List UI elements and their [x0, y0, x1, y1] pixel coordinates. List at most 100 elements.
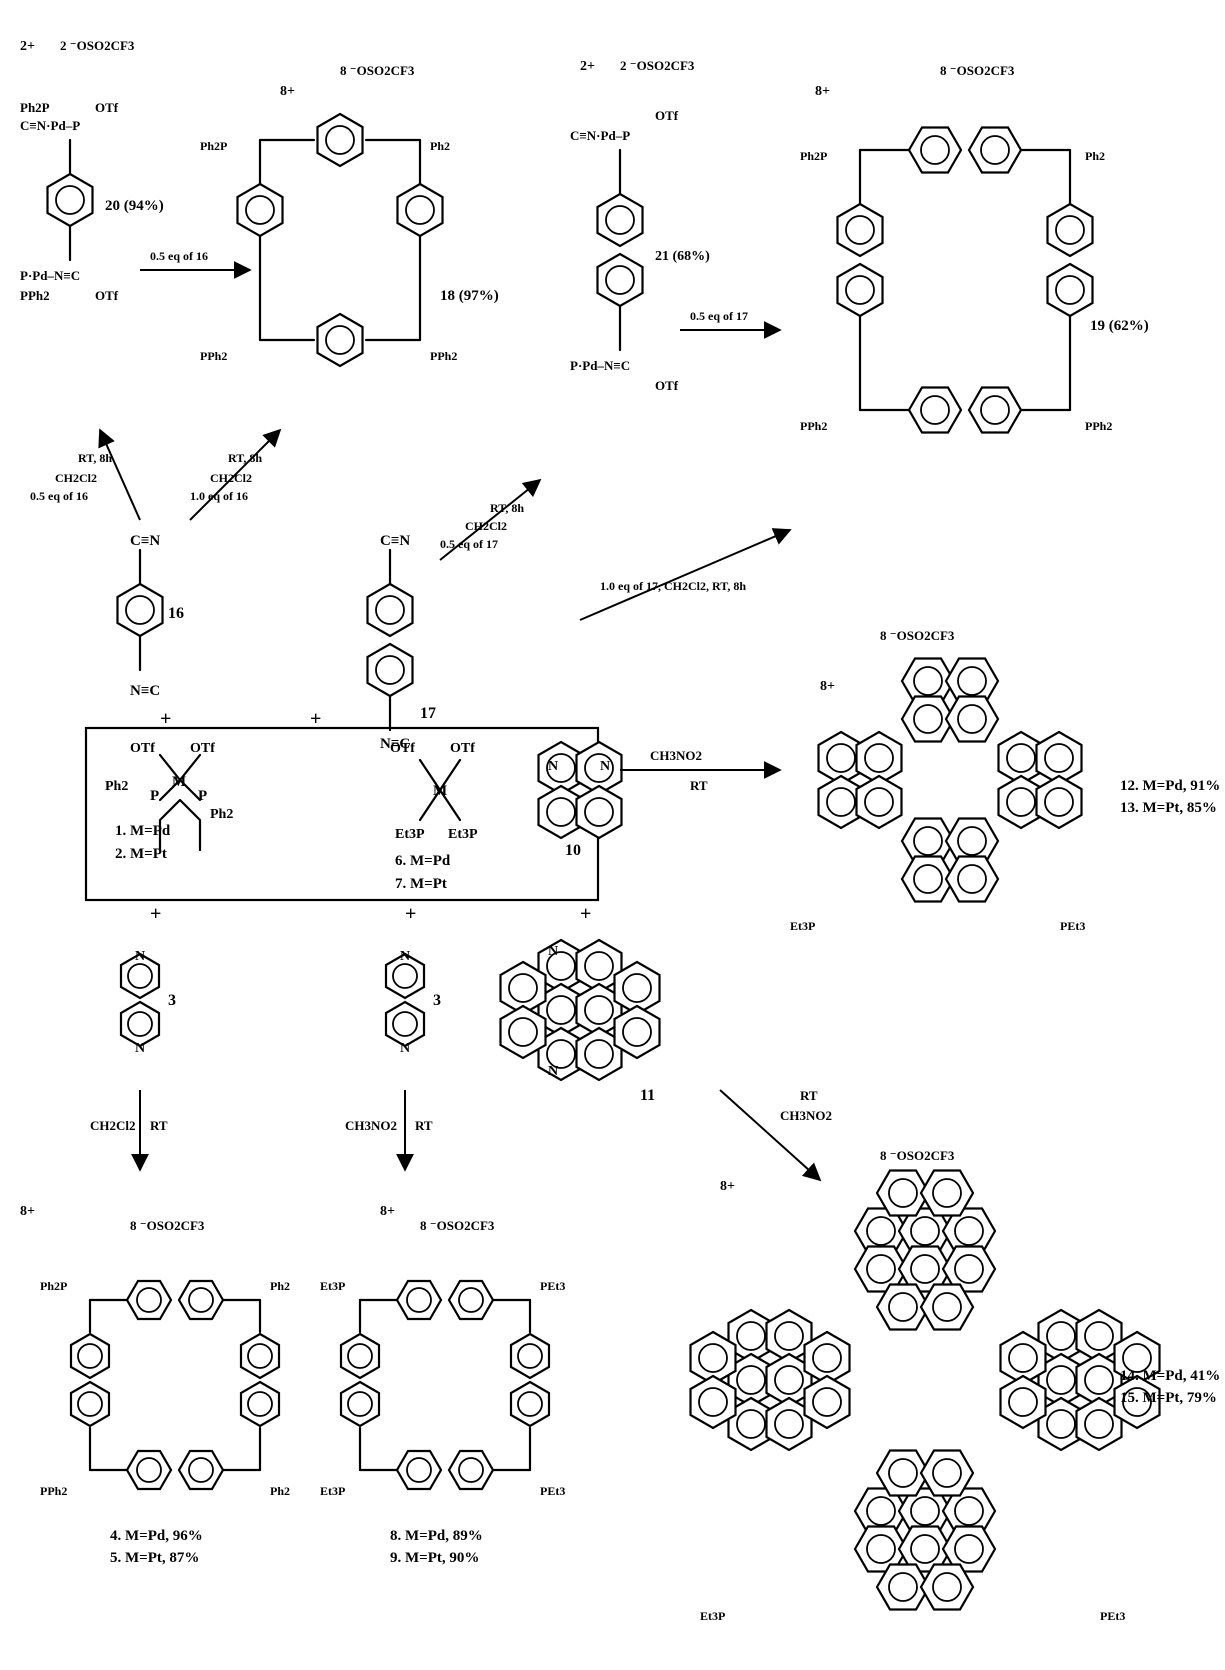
- p14-pet3-br: PEt3: [1100, 1609, 1125, 1623]
- p8-label: 8. M=Pd, 89%: [390, 1528, 483, 1544]
- p8-et3p-tl: Et3P: [320, 1279, 345, 1293]
- plus-1: +: [160, 708, 171, 730]
- r11-n-top: N: [548, 944, 558, 959]
- p18-charge: 8+: [280, 84, 295, 99]
- cond-7c: RT, 8h: [490, 501, 524, 515]
- p14-counterion: 8 ⁻OSO2CF3: [880, 1148, 955, 1163]
- cond-9: 0.5 eq of 16: [150, 249, 208, 263]
- p19-pph2-bl: PPh2: [800, 419, 827, 433]
- p19-pph2-br: PPh2: [1085, 419, 1112, 433]
- p21-otf-2: OTf: [655, 108, 679, 123]
- p18-pph2-bl: PPh2: [200, 349, 227, 363]
- p4-charge: 8+: [20, 1204, 35, 1219]
- p14-et3p-bl: Et3P: [700, 1609, 725, 1623]
- p12-charge: 8+: [820, 679, 835, 694]
- cond-8: 1.0 eq of 17, CH2Cl2, RT, 8h: [600, 579, 746, 593]
- p4-pph2-bl: PPh2: [40, 1484, 67, 1498]
- p4-label: 4. M=Pd, 96%: [110, 1528, 203, 1544]
- cond-4a: CH3NO2: [650, 748, 702, 763]
- p18-ph2p-tl: Ph2P: [200, 139, 227, 153]
- cond-5b: CH2Cl2: [55, 471, 97, 485]
- p19-label: 19 (62%): [1090, 318, 1149, 334]
- p21-charge: 2+: [580, 59, 595, 74]
- cond-1b: RT: [150, 1118, 168, 1133]
- r16-number: 16: [168, 605, 184, 622]
- p4-ph2-br: Ph2: [270, 1484, 290, 1498]
- cond-1a: CH2Cl2: [90, 1118, 136, 1133]
- p20-ph2p: Ph2P: [20, 100, 50, 115]
- p20-pd-bottom: P·Pd–N≡C: [20, 268, 80, 283]
- box-label-2: 2. M=Pt: [115, 846, 167, 862]
- product-19: [836, 126, 1094, 434]
- cond-2a: CH3NO2: [345, 1118, 397, 1133]
- cond-10: 0.5 eq of 17: [690, 309, 748, 323]
- product-14-15: [691, 1171, 1160, 1610]
- p20-charge: 2+: [20, 39, 35, 54]
- p15-label: 15. M=Pt, 79%: [1120, 1390, 1217, 1406]
- p21-otf-1: OTf: [655, 378, 679, 393]
- r10-number: 10: [565, 842, 581, 859]
- box-otf-1: OTf: [130, 741, 155, 756]
- p8-charge: 8+: [380, 1204, 395, 1219]
- r16-cn-bottom: N≡C: [130, 683, 160, 699]
- p4-counterion: 8 ⁻OSO2CF3: [130, 1218, 205, 1233]
- plus-2: +: [310, 708, 321, 730]
- cond-7a: 0.5 eq of 17: [440, 537, 498, 551]
- product-8-9: [341, 1281, 549, 1489]
- p14-label: 14. M=Pd, 41%: [1120, 1368, 1220, 1384]
- cond-3a: CH3NO2: [780, 1108, 832, 1123]
- box-m-2: M: [433, 783, 447, 799]
- p20-label: 20 (94%): [105, 198, 164, 214]
- r3b-number: 3: [433, 992, 441, 1009]
- p18-pph2-br: PPh2: [430, 349, 457, 363]
- cond-3b: RT: [800, 1088, 818, 1103]
- plus-5: +: [580, 903, 591, 925]
- p21-pd-bottom: P·Pd–N≡C: [570, 358, 630, 373]
- cond-6c: RT, 8h: [228, 451, 262, 465]
- box-label-1: 1. M=Pd: [115, 823, 171, 839]
- p13-label: 13. M=Pt, 85%: [1120, 800, 1217, 816]
- p5-label: 5. M=Pt, 87%: [110, 1550, 199, 1566]
- p8-pet3-br: PEt3: [540, 1484, 565, 1498]
- plus-3: +: [150, 903, 161, 925]
- p4-ph2-tr: Ph2: [270, 1279, 290, 1293]
- p9-label: 9. M=Pt, 90%: [390, 1550, 479, 1566]
- reagent-box: [84, 726, 600, 902]
- p20-counterion: 2 ⁻OSO2CF3: [60, 38, 135, 53]
- box-ph2-left: Ph2: [105, 779, 128, 794]
- cond-7b: CH2Cl2: [465, 519, 507, 533]
- r17-cn-top: C≡N: [380, 533, 410, 549]
- r17-number: 17: [420, 705, 436, 722]
- box-et3p-1: Et3P: [395, 827, 425, 842]
- p20-otf-2: OTf: [95, 100, 119, 115]
- cond-6b: CH2Cl2: [210, 471, 252, 485]
- r10-n-left: N: [548, 759, 558, 774]
- box-ph2-right: Ph2: [210, 807, 233, 822]
- p20-pph2: PPh2: [20, 288, 50, 303]
- box-et3p-2: Et3P: [448, 827, 478, 842]
- p8-pet3-tr: PEt3: [540, 1279, 565, 1293]
- box-otf-2: OTf: [190, 741, 215, 756]
- p14-charge: 8+: [720, 1179, 735, 1194]
- cond-2b: RT: [415, 1118, 433, 1133]
- box-label-7: 7. M=Pt: [395, 876, 447, 892]
- p19-charge: 8+: [815, 84, 830, 99]
- r3a-n-top: N: [135, 949, 145, 964]
- product-18: [236, 112, 444, 368]
- product-12-13: [819, 659, 1082, 902]
- p19-counterion: 8 ⁻OSO2CF3: [940, 63, 1015, 78]
- r11-n-bottom: N: [548, 1064, 558, 1079]
- p12-label: 12. M=Pd, 91%: [1120, 778, 1220, 794]
- p20-otf-1: OTf: [95, 288, 119, 303]
- r3b-n-top: N: [400, 949, 410, 964]
- r10-n-right: N: [600, 759, 610, 774]
- p18-counterion: 8 ⁻OSO2CF3: [340, 63, 415, 78]
- p21-counterion: 2 ⁻OSO2CF3: [620, 58, 695, 73]
- p20-pd-top: C≡N·Pd–P: [20, 118, 80, 133]
- p12-pet3-br: PEt3: [1060, 919, 1085, 933]
- r3b-n-bottom: N: [400, 1041, 410, 1056]
- r3a-number: 3: [168, 992, 176, 1009]
- p12-et3p-bl: Et3P: [790, 919, 815, 933]
- box-label-6: 6. M=Pd: [395, 853, 451, 869]
